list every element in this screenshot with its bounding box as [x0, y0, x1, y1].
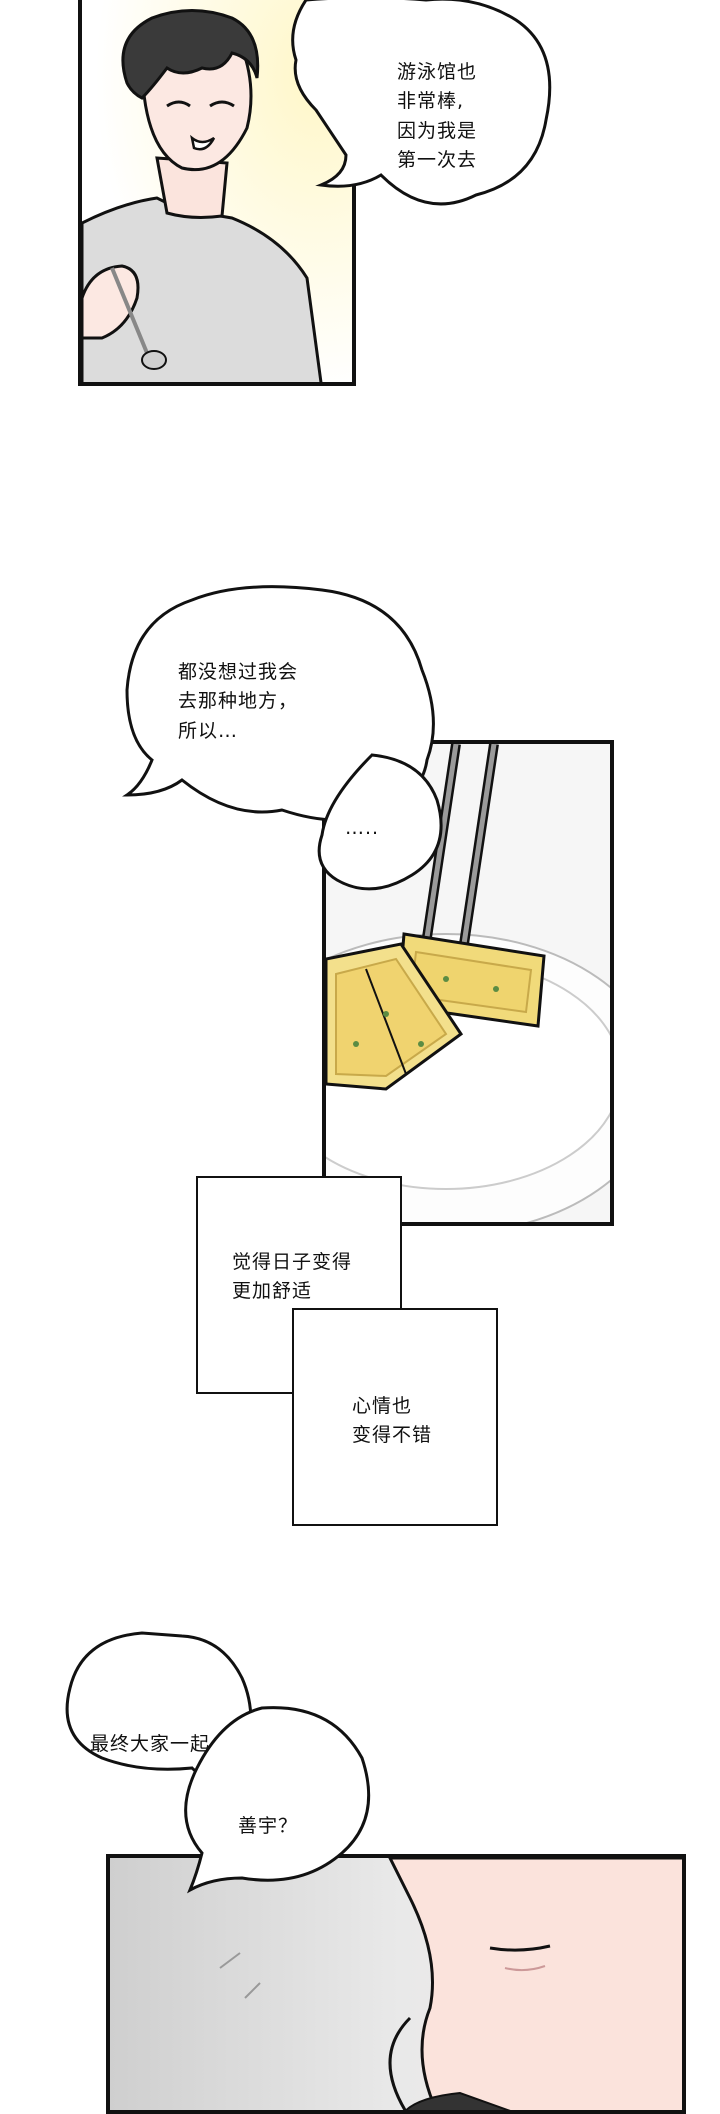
bubble-2-line-1: 都没想过我会: [178, 661, 299, 683]
speech-bubble-2: 都没想过我会 去那种地方， 所以…: [178, 658, 298, 746]
closeup-illustration: [110, 1858, 682, 2110]
bubble-1-line-3: 因为我是: [397, 119, 478, 142]
panel-closeup: [106, 1854, 686, 2114]
caption-2-line-2: 变得不错: [352, 1424, 433, 1447]
bubble-1-line-1: 游泳馆也: [397, 61, 478, 83]
caption-2-line-1: 心情也: [352, 1395, 413, 1417]
bubble-2-line-2: 去那种地方，: [178, 690, 299, 713]
speech-bubble-3: …..: [345, 814, 379, 843]
caption-2: 心情也 变得不错: [352, 1392, 432, 1451]
speech-bubble-1-shape: [291, 0, 552, 206]
speech-bubble-1: 游泳馆也 非常棒, 因为我是 第一次去: [397, 58, 477, 176]
bubble-4-text: 最终大家一起: [90, 1733, 211, 1755]
speech-bubble-2-shape: [122, 585, 443, 891]
caption-1: 觉得日子变得 更加舒适: [232, 1248, 352, 1307]
bubble-2-line-3: 所以…: [178, 719, 239, 742]
speech-bubble-5: 善宇？: [238, 1812, 298, 1841]
speech-bubble-4-shape: [65, 1631, 371, 1894]
bubble-1-line-4: 第一次去: [397, 149, 478, 172]
caption-1-line-1: 觉得日子变得: [232, 1251, 353, 1273]
speech-bubble-4: 最终大家一起: [90, 1730, 210, 1759]
bubble-3-text: …..: [345, 817, 380, 839]
caption-box-2: [292, 1308, 498, 1526]
bubble-1-line-2: 非常棒,: [397, 90, 465, 113]
caption-1-line-2: 更加舒适: [232, 1280, 313, 1303]
bubble-5-text: 善宇？: [238, 1815, 299, 1837]
